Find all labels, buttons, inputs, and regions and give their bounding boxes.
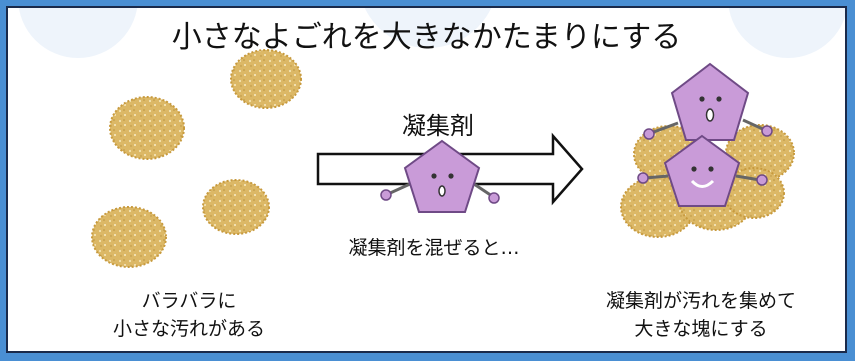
- diagram-scene: [91, 49, 795, 268]
- coagulant-label: 凝集剤: [402, 112, 474, 140]
- left-caption-line2: 小さな汚れがある: [112, 318, 265, 340]
- coagulant-pentagon-character-icon: [380, 139, 500, 213]
- dirt-particle-icon: [202, 179, 270, 235]
- right-caption-line1: 凝集剤が汚れを集めて: [605, 290, 796, 312]
- coagulant-pentagon-character-icon: [643, 62, 773, 141]
- dirt-particle-icon: [230, 49, 302, 109]
- dirt-particle-icon: [91, 206, 167, 268]
- mixing-caption: 凝集剤を混ぜると…: [348, 237, 520, 259]
- diagram-panel: 小さなよごれを大きなかたまりにする 凝集剤 凝集剤を混ぜると… バラバラに 小さ…: [6, 6, 847, 353]
- right-caption-line2: 大きな塊にする: [634, 318, 768, 340]
- coagulant-pentagon-character-icon: [637, 134, 768, 207]
- dirt-particle-icon: [109, 96, 185, 160]
- diagram-title: 小さなよごれを大きなかたまりにする: [171, 20, 682, 55]
- left-caption-line1: バラバラに: [141, 290, 237, 312]
